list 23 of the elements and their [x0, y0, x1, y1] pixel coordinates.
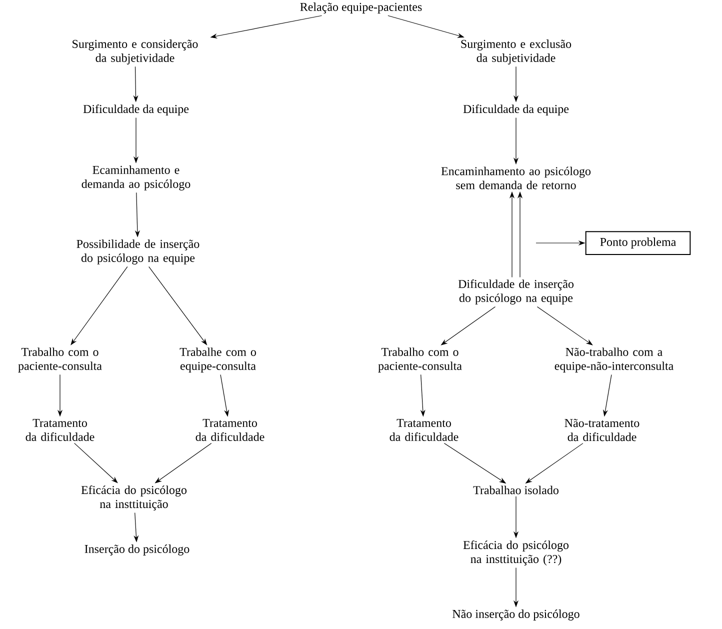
flow-text: Surgimento e exclusão da subjetividade [461, 40, 572, 64]
flow-text: Eficácia do psicólogo na insttituição (??) [463, 540, 569, 566]
flow-text: Surgimento e considerção da subjetividade [72, 40, 198, 64]
flow-text: Eficácia do psicólogo na insttituição [81, 486, 187, 510]
flow-text: Dificuldade de inserção do psicólogo na equipe [458, 279, 574, 305]
problem-box: Ponto problema [585, 231, 691, 255]
flow-text: Possibilidade de inserção do psicólogo na equipe [76, 240, 200, 264]
flow-text: Dificuldade da equipe [83, 104, 189, 116]
flow-text: Não-trabalho com a equipe-não-interconsulta [554, 348, 674, 372]
flow-text: Dificuldade da equipe [463, 104, 569, 116]
flow-text: Inserção do psicólogo [84, 544, 190, 556]
flow-text: Não inserção do psicólogo [452, 610, 580, 620]
heading-text: Relação equipe-pacientes [300, 2, 422, 14]
flow-text: Ecaminhamento e demanda ao psicólogo [82, 166, 190, 190]
flow-text: Trabalhao isolado [473, 486, 558, 494]
flow-text: Tratamento da dificuldade [196, 419, 264, 441]
flow-text: Tratamento da dificuldade [26, 419, 94, 441]
flow-text: Trabalho com o paciente-consulta [18, 348, 102, 372]
flow-text: Encaminhamento ao psicólogo sem demanda de retorno [441, 166, 591, 190]
flow-text: Não-tratamento da dificuldade [564, 418, 640, 442]
flow-text: Trabalho com o paciente-consulta [378, 348, 462, 372]
flow-text: Trabalhe com o equipe-consulta [180, 348, 256, 372]
flow-text: Tratamento da dificuldade [390, 419, 458, 441]
